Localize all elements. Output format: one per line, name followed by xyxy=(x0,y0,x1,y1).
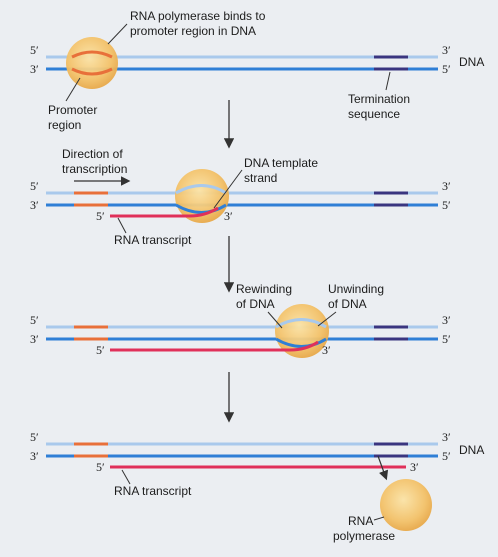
rna-polymerase-binds-label: promoter region in DNA xyxy=(130,24,256,38)
five-prime-label: 5′ xyxy=(30,179,39,193)
three-prime-label: 3′ xyxy=(442,179,451,193)
dna-template-strand xyxy=(275,337,327,348)
leader-line xyxy=(107,23,128,45)
unwinding-of-dna-label: Unwinding xyxy=(328,282,384,296)
rna-transcript xyxy=(110,206,219,218)
leader-line xyxy=(267,311,283,329)
five-prime-label: 5′ xyxy=(96,209,105,223)
leader-line xyxy=(65,77,81,102)
five-prime-label: 5′ xyxy=(96,343,105,357)
rna-transcript-label: RNA transcript xyxy=(114,484,192,498)
leader-line xyxy=(385,71,391,91)
rna-transcript xyxy=(110,340,319,352)
rewinding-of-dna-label: of DNA xyxy=(236,297,275,311)
dna-label: DNA xyxy=(459,443,484,457)
dna-top-bubble xyxy=(175,184,227,195)
promoter-region-bottom xyxy=(71,67,113,76)
three-prime-label: 3′ xyxy=(442,313,451,327)
promoter-region-top xyxy=(71,50,113,59)
five-prime-label: 5′ xyxy=(442,62,451,76)
rna-polymerase-label: RNA xyxy=(348,514,373,528)
dna-template-strand xyxy=(175,203,227,214)
termination-sequence-label: sequence xyxy=(348,107,400,121)
rna-transcript-label: RNA transcript xyxy=(114,233,192,247)
three-prime-label: 3′ xyxy=(224,209,233,223)
three-prime-label: 3′ xyxy=(30,332,39,346)
five-prime-label: 5′ xyxy=(442,332,451,346)
rna-polymerase-label: polymerase xyxy=(333,529,395,543)
step-1: 5′ 3′ 3′ 5′ DNA RNA polymerase binds to … xyxy=(30,9,484,132)
rewinding-of-dna-label: Rewinding xyxy=(236,282,292,296)
promoter-region-label: Promoter xyxy=(48,103,97,117)
dna-label: DNA xyxy=(459,55,484,69)
five-prime-label: 5′ xyxy=(442,449,451,463)
leader-line xyxy=(117,217,127,234)
leader-line xyxy=(373,516,385,521)
release-arrow xyxy=(377,455,389,481)
direction-of-transcription-label: transcription xyxy=(62,162,127,176)
three-prime-label: 3′ xyxy=(322,343,331,357)
five-prime-label: 5′ xyxy=(96,460,105,474)
five-prime-label: 5′ xyxy=(30,313,39,327)
five-prime-label: 5′ xyxy=(442,198,451,212)
three-prime-label: 3′ xyxy=(30,449,39,463)
direction-of-transcription-label: Direction of xyxy=(62,147,123,161)
step-2: 5′ 3′ 3′ 5′ 5′ 3′ Direction of transcrip… xyxy=(30,147,451,247)
three-prime-label: 3′ xyxy=(30,198,39,212)
promoter-region-label: region xyxy=(48,118,81,132)
termination-sequence-label: Termination xyxy=(348,92,410,106)
rna-polymerase xyxy=(66,37,118,89)
leader-line xyxy=(213,169,243,209)
three-prime-label: 3′ xyxy=(30,62,39,76)
five-prime-label: 5′ xyxy=(30,43,39,57)
step-4: 5′ 3′ 3′ 5′ DNA 5′ 3′ RNA transcript RNA… xyxy=(30,430,484,543)
three-prime-label: 3′ xyxy=(442,430,451,444)
three-prime-label: 3′ xyxy=(442,43,451,57)
rna-polymerase xyxy=(380,479,432,531)
leader-line xyxy=(121,469,131,485)
dna-top-bubble xyxy=(275,318,327,329)
unwinding-of-dna-label: of DNA xyxy=(328,297,367,311)
three-prime-label: 3′ xyxy=(410,460,419,474)
dna-template-strand-label: strand xyxy=(244,171,277,185)
leader-line xyxy=(317,311,337,327)
five-prime-label: 5′ xyxy=(30,430,39,444)
step-3: 5′ 3′ 3′ 5′ 5′ 3′ Rewinding of DNA Unwin… xyxy=(30,282,451,358)
rna-polymerase-binds-label: RNA polymerase binds to xyxy=(130,9,266,23)
dna-template-strand-label: DNA template xyxy=(244,156,318,170)
